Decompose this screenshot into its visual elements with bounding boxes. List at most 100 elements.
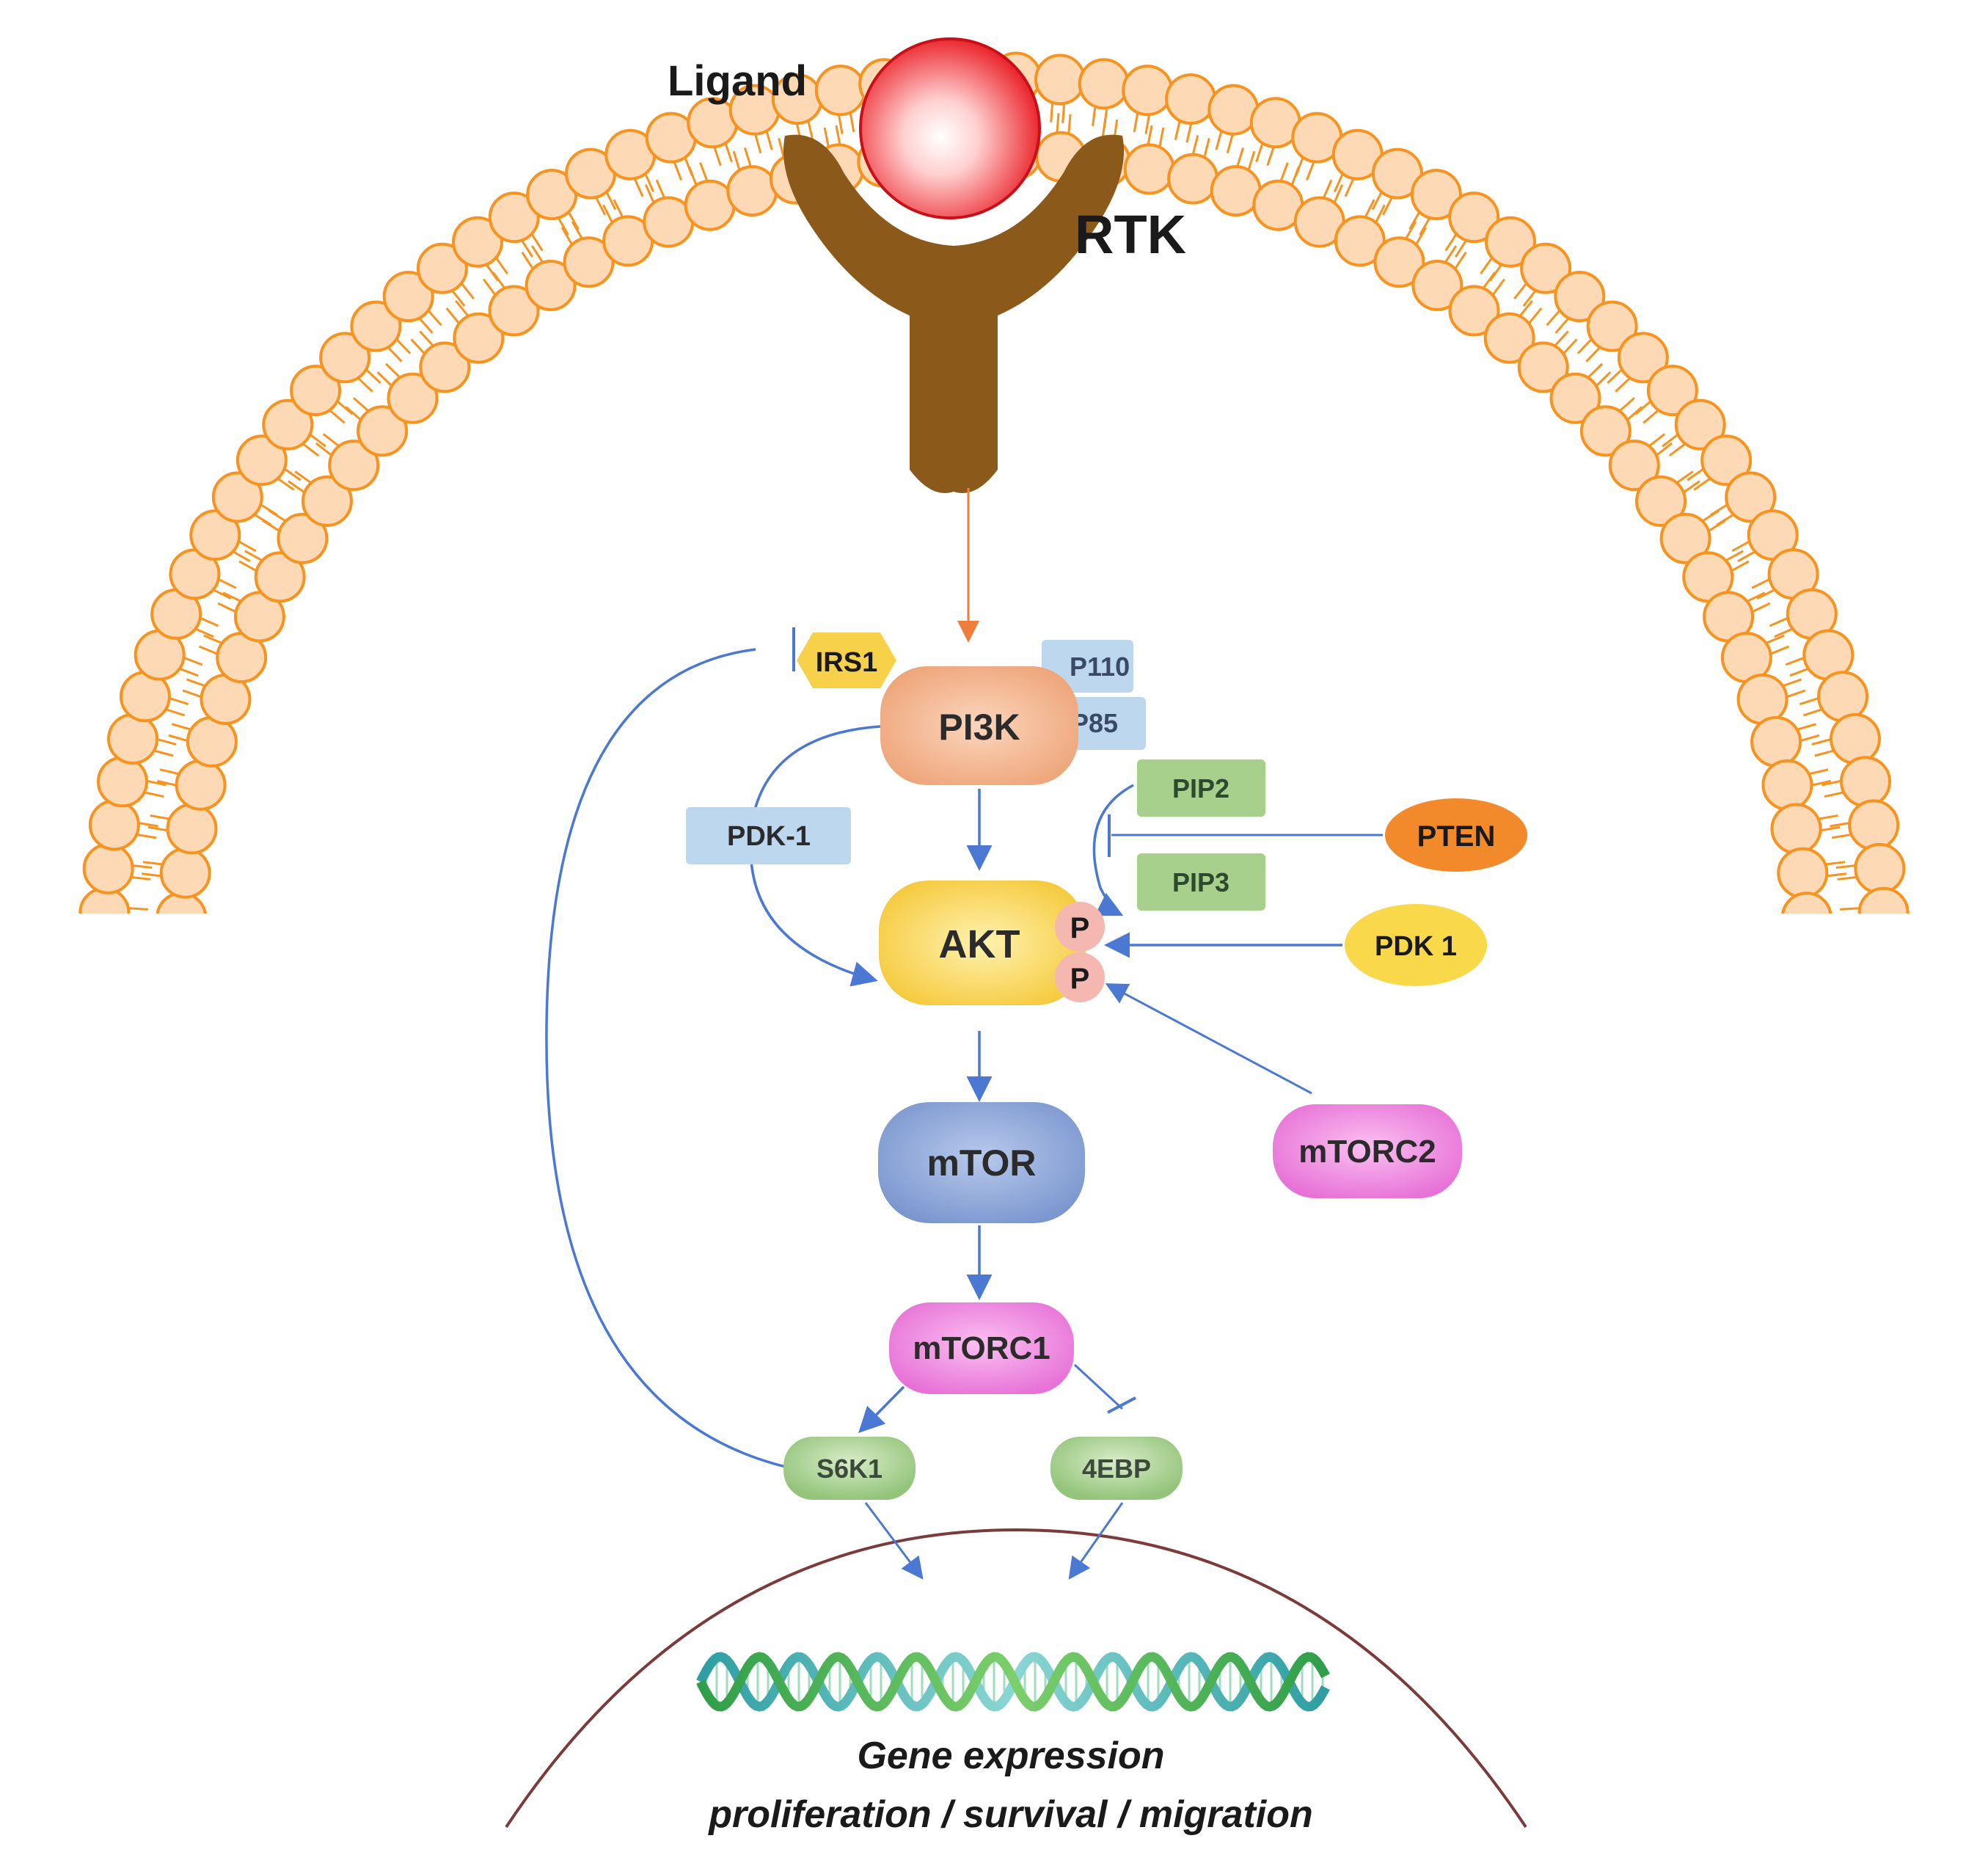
lipid-head [1646,365,1698,417]
lipid-tail [284,468,302,481]
lipid-tail [419,330,434,346]
lipid-tail [1709,519,1726,532]
lipid-tail [1693,478,1711,491]
lipid-tail [168,734,188,742]
lipid-head [277,512,329,564]
lipid-tail [172,723,191,731]
lipid-tail [849,113,855,133]
lipid-tail [1382,197,1393,216]
lipid-tail [634,178,644,197]
lipid-tail [1092,106,1097,127]
lipid-tail [150,814,169,820]
lipid-tail [203,634,222,644]
lipid-tail [644,184,655,203]
lipid-tail [1785,657,1805,666]
lipid-tail [673,161,683,181]
mtorc1-to-4ebp-line [1073,1363,1124,1410]
lipid-tail [139,822,158,828]
lipid-tail [1546,310,1560,327]
phospho-site-1 [1055,902,1105,952]
rtk-label: RTK [1075,204,1186,265]
lipid-tail [1415,227,1428,245]
lipid-tail [754,134,762,154]
lipid-tail [147,779,167,787]
lipid-tail [1783,678,1802,687]
lipid-tail [1444,233,1457,252]
lipid-head [290,365,342,417]
lipid-tail [145,791,164,798]
lipid-tail [655,179,665,198]
lipid-tail [238,540,257,553]
lipid-tail [1731,560,1750,572]
lipid-tail [1812,779,1832,787]
lipid-tail [1492,278,1505,296]
lipid-tail [1634,401,1651,415]
lipid-tail [1656,442,1673,456]
p85-box: P85 [1056,697,1146,750]
ligand-sphere [859,37,1041,219]
lipid-tail [262,519,279,532]
lipid-head [211,471,263,523]
lipid-head [1411,259,1463,311]
phospho-label-2: P [1070,963,1090,995]
lipid-tail [1344,178,1354,197]
lipid-tail [1585,346,1601,362]
lipid-tail [384,362,401,379]
lipid-tail [387,346,403,362]
lipid-tail [1185,123,1193,143]
lipid-head [1829,712,1881,765]
lipid-head [488,285,540,337]
lipid-head [1854,842,1906,894]
pi3k-node: PI3K [880,666,1078,785]
lipid-head [726,165,778,217]
lipid-tail [315,442,332,456]
lipid-head [350,300,402,352]
lipid-tail [1615,377,1631,393]
lipid-head [1123,143,1175,195]
lipid-tail [277,478,295,491]
pdk1-label: PDK 1 [1375,931,1457,962]
lipid-tail [495,258,508,275]
lipid-head [1167,153,1219,205]
lipid-tail [182,689,202,699]
lipid-tail [310,434,326,448]
lipid-tail [461,282,475,300]
akt-label: AKT [939,922,1020,966]
lipid-tail [238,560,257,572]
lipid-head [488,192,540,244]
lipid-head [1483,312,1535,364]
lipid-tail [571,221,583,239]
lipid-tail [521,252,534,269]
lipid-tail [1626,406,1643,420]
lipid-tail [1686,468,1704,481]
lipid-head [1617,332,1669,384]
lipid-tail [605,192,617,211]
lipid-tail [1554,330,1569,346]
lipid-tail [483,278,496,296]
lipid-tail [1797,723,1816,731]
lipid-tail [1596,371,1612,387]
lipid-head [387,372,439,424]
lipid-tail [128,907,148,911]
lipid-head [328,440,380,492]
lipid-head [357,405,409,457]
lipid-tail [688,166,698,186]
lipid-tail [198,645,218,655]
lipid-head [254,551,306,603]
lipid-head [1520,242,1572,294]
lipid-tail [337,401,354,415]
phospho-site-2 [1055,952,1105,1002]
lipid-tail [778,137,785,157]
mtorc1-label: mTORC1 [913,1330,1050,1366]
lipid-head [301,475,353,528]
lipid-tail [410,338,425,354]
lipid-tail [1444,245,1458,263]
lipid-tail [1683,480,1700,493]
lipid-tail [1408,212,1420,230]
lipid-tail [147,825,167,832]
mtor-node: mTOR [878,1102,1085,1223]
p110-box: P110 [1042,640,1133,693]
mtorc2-label: mTORC2 [1298,1134,1436,1170]
lipid-head [1586,300,1638,352]
lipid-head [1078,58,1130,110]
